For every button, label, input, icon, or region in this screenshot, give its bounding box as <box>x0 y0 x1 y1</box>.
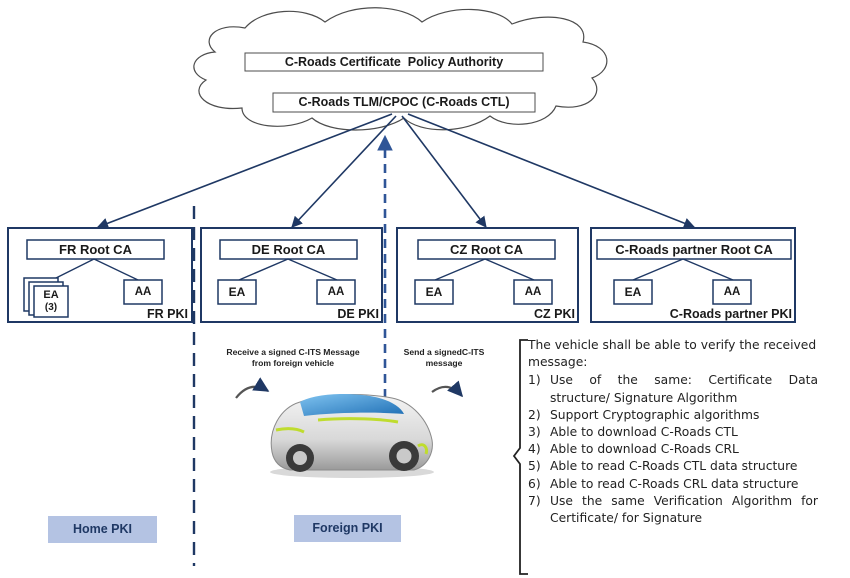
arrow-to-partner-root <box>407 113 696 229</box>
de-ea-label: EA <box>228 285 246 299</box>
ctl-arrows <box>96 113 696 229</box>
requirement-item: 4) Able to download C-Roads CRL <box>528 441 818 458</box>
partner-ea-box <box>613 279 653 305</box>
partner-aa-box <box>712 279 752 305</box>
requirement-number: 4) <box>528 442 541 457</box>
requirement-number: 3) <box>528 425 541 440</box>
vehicle-illustration <box>270 394 434 478</box>
receive-message-caption: Receive a signed C-ITS Message from fore… <box>226 347 360 368</box>
partner-aa-label: AA <box>723 286 741 298</box>
policy-authority-box <box>244 52 544 72</box>
tlm-cpoc-box <box>272 92 536 113</box>
cz-ea-box <box>414 279 454 305</box>
cz-aa-label: AA <box>524 286 542 298</box>
ca-hierarchy-lines <box>51 258 734 281</box>
requirement-text: Use of the same: Certificate Data struct… <box>550 373 818 405</box>
de-aa-label: AA <box>327 286 345 298</box>
cz-aa-box <box>513 279 553 305</box>
de-aa-box <box>316 279 356 305</box>
requirement-item: 6) Able to read C-Roads CRL data structur… <box>528 476 818 493</box>
requirement-text: Able to read C-Roads CTL data structure <box>550 459 798 474</box>
receive-curved-arrow <box>235 377 270 399</box>
foreign-pki-label: Foreign PKI <box>294 515 401 542</box>
cz-root-ca-label: CZ Root CA <box>450 242 523 257</box>
fr-ea-count: (3) <box>44 302 58 313</box>
requirements-brace <box>512 339 528 575</box>
fr-ea-label: EA <box>43 289 59 301</box>
requirement-text: Able to download C-Roads CTL <box>550 425 738 440</box>
policy-authority-label: C-Roads Certificate Policy Authority <box>284 55 504 69</box>
fr-ea-stack <box>23 277 69 318</box>
cz-ea-label: EA <box>425 285 443 299</box>
arrow-to-cz-root <box>401 115 487 228</box>
fr-aa-label: AA <box>134 286 152 298</box>
requirement-number: 6) <box>528 476 541 491</box>
requirement-item: 7) Use the same Verification Algorithm fo… <box>528 493 818 527</box>
requirement-number: 1) <box>528 373 541 388</box>
fr-root-ca-label: FR Root CA <box>59 242 132 257</box>
send-message-caption: Send a signedC-ITS message <box>403 347 485 368</box>
partner-pki-box <box>590 227 796 323</box>
arrow-to-fr-root <box>96 113 393 229</box>
home-pki-label: Home PKI <box>48 516 157 543</box>
de-ea-box <box>217 279 257 305</box>
requirement-text: Support Cryptographic algorithms <box>550 407 760 422</box>
partner-root-ca-label: C-Roads partner Root CA <box>615 242 773 257</box>
requirement-item: 1) Use of the same: Certificate Data stru… <box>528 372 818 406</box>
requirement-text: Able to download C-Roads CRL <box>550 442 739 457</box>
verification-requirements: The vehicle shall be able to verify the … <box>528 337 818 527</box>
requirement-text: Able to read C-Roads CRL data structure <box>550 476 799 491</box>
requirements-intro: The vehicle shall be able to verify the … <box>528 338 817 370</box>
cz-pki-label: CZ PKI <box>534 307 575 321</box>
partner-pki-label: C-Roads partner PKI <box>669 307 792 321</box>
requirement-number: 2) <box>528 407 541 422</box>
partner-ea-label: EA <box>624 285 642 299</box>
requirement-number: 7) <box>528 493 541 508</box>
requirement-item: 3) Able to download C-Roads CTL <box>528 424 818 441</box>
arrow-to-de-root <box>291 115 397 228</box>
requirement-text: Use the same Verification Algorithm for … <box>550 493 818 526</box>
fr-pki-box <box>7 227 193 323</box>
requirement-item: 5) Able to read C-Roads CTL data structur… <box>528 458 818 475</box>
fr-aa-box <box>123 279 163 305</box>
tlm-cpoc-label: C-Roads TLM/CPOC (C-Roads CTL) <box>298 95 510 109</box>
cz-pki-box <box>396 227 579 323</box>
partner-root-ca-box <box>596 239 792 260</box>
de-root-ca-label: DE Root CA <box>251 242 326 257</box>
requirement-number: 5) <box>528 459 541 474</box>
requirement-item: 2) Support Cryptographic algorithms <box>528 407 818 424</box>
de-pki-label: DE PKI <box>337 307 379 321</box>
fr-pki-label: FR PKI <box>147 307 188 321</box>
send-curved-arrow <box>431 380 464 398</box>
